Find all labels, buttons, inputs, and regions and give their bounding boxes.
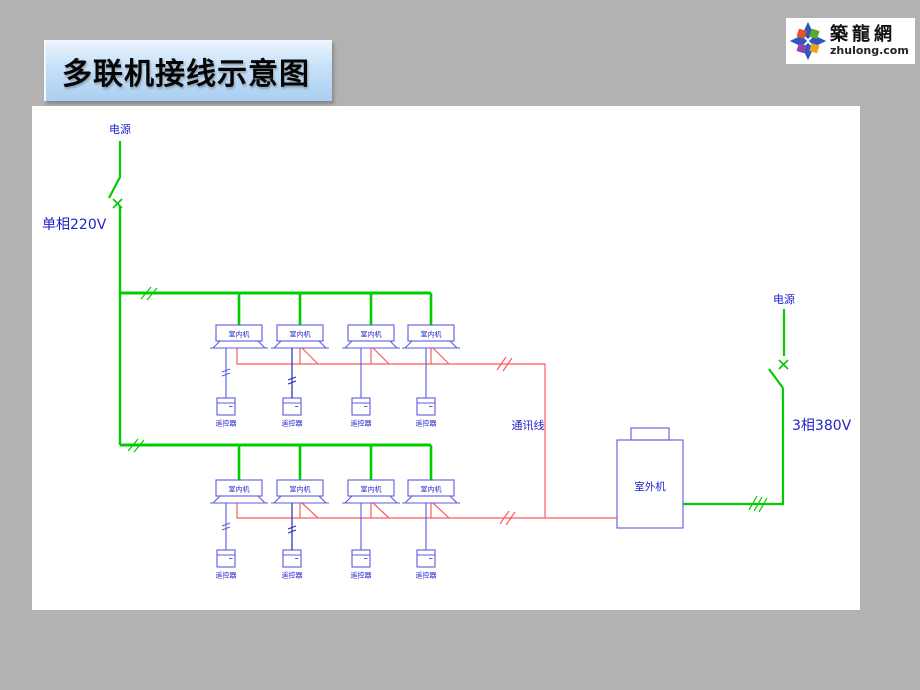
remote-label: 遥控器 xyxy=(416,419,437,428)
remote-controller xyxy=(416,397,436,416)
diagram-labels: 电源 单相220V 电源 3相380V 通讯线 室外机 室内机 室内机 室内机 … xyxy=(42,122,852,580)
remote-controller xyxy=(351,397,371,416)
outdoor-unit-label: 室外机 xyxy=(634,480,666,493)
remote-label: 遥控器 xyxy=(351,419,372,428)
indoor-unit-label: 室内机 xyxy=(421,485,442,494)
remote-controller xyxy=(216,397,236,416)
pinwheel-icon xyxy=(789,21,827,61)
single-phase-label: 单相220V xyxy=(42,217,107,233)
power-slash-bottom xyxy=(127,438,145,453)
comm-slash-row2 xyxy=(499,510,516,526)
comm-bus-row2 xyxy=(236,503,617,519)
three-phase-label: 3相380V xyxy=(792,418,852,434)
indoor-unit-label: 室内机 xyxy=(229,330,250,339)
comm-bus-row1 xyxy=(236,348,546,518)
power-feed-left xyxy=(108,141,122,199)
zhulong-logo: 築龍網 zhulong.com xyxy=(786,18,915,64)
remote-controller xyxy=(282,397,302,416)
comm-taps-row2 xyxy=(299,502,450,519)
remote-label: 遥控器 xyxy=(282,419,303,428)
indoor-unit-label: 室内机 xyxy=(229,485,250,494)
comm-taps-row1 xyxy=(299,347,450,365)
power-source-label-right: 电源 xyxy=(773,292,795,306)
devices xyxy=(209,324,684,568)
remote-label: 遥控器 xyxy=(216,419,237,428)
indoor-unit-label: 室内机 xyxy=(421,330,442,339)
remote-controller xyxy=(351,549,371,568)
wiring-diagram: 电源 单相220V 电源 3相380V 通讯线 室外机 室内机 室内机 室内机 … xyxy=(42,122,852,580)
remote-label: 遥控器 xyxy=(416,571,437,580)
dark-wires xyxy=(287,348,297,550)
remote-controller xyxy=(416,549,436,568)
remote-label: 遥控器 xyxy=(351,571,372,580)
power-drops-row2 xyxy=(237,445,433,480)
switch-x-right xyxy=(778,359,789,370)
logo-site-name: 築龍網 xyxy=(830,24,896,45)
remote-label: 遥控器 xyxy=(282,571,303,580)
logo-site-domain: zhulong.com xyxy=(830,44,909,57)
slide-title: 多联机接线示意图 xyxy=(62,57,310,92)
diagram-canvas: 电源 单相220V 电源 3相380V 通讯线 室外机 室内机 室内机 室内机 … xyxy=(32,106,860,610)
remote-controller xyxy=(282,549,302,568)
logo-text: 築龍網 zhulong.com xyxy=(830,25,909,57)
comm-line-label: 通讯线 xyxy=(512,418,545,432)
power-main-right xyxy=(683,368,785,506)
outdoor-unit-cap xyxy=(630,427,670,441)
comm-lines xyxy=(236,347,617,526)
indoor-unit-label: 室内机 xyxy=(361,330,382,339)
remote-wires-row2 xyxy=(225,503,427,550)
remote-controller xyxy=(216,549,236,568)
indoor-unit-label: 室内机 xyxy=(290,485,311,494)
slide-title-bar: 多联机接线示意图 xyxy=(44,40,332,101)
power-drops-row1 xyxy=(237,293,433,325)
remote-label: 遥控器 xyxy=(216,571,237,580)
indoor-unit-label: 室内机 xyxy=(290,330,311,339)
remote-wires-row1 xyxy=(225,348,427,398)
indoor-unit-label: 室内机 xyxy=(361,485,382,494)
comm-slash-row1 xyxy=(496,356,513,372)
power-slash-right xyxy=(748,495,768,513)
power-lines xyxy=(108,141,789,513)
power-slash-top xyxy=(140,286,158,301)
power-source-label-left: 电源 xyxy=(109,122,131,136)
